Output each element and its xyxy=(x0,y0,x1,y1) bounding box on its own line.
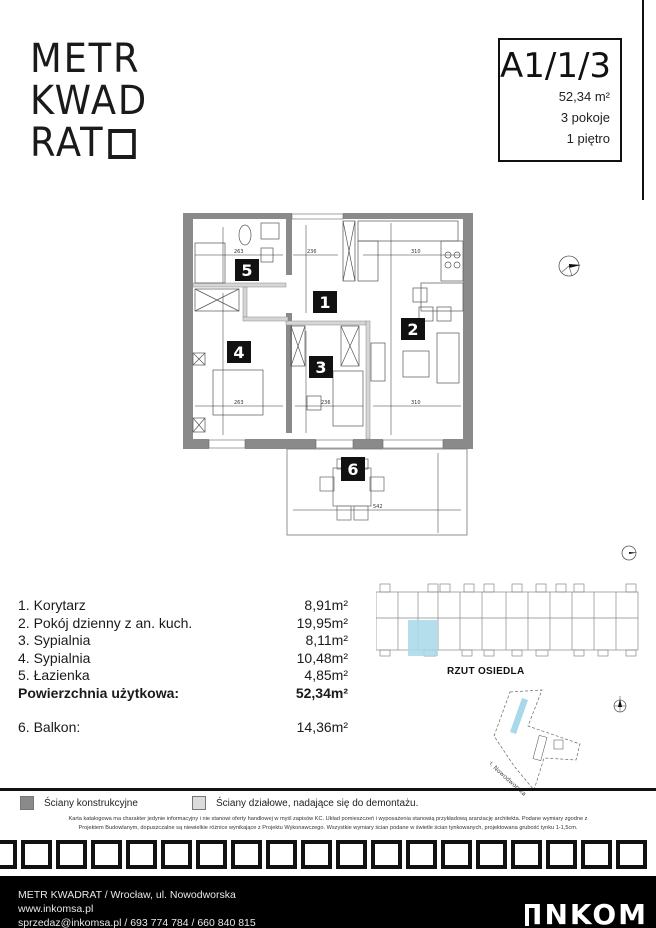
svg-text:5: 5 xyxy=(241,261,252,280)
room-area: 19,95m² xyxy=(296,614,348,631)
disclaimer-line-2: Projektem Budowlanym, dopuszczalne są ni… xyxy=(78,825,578,831)
room-label: 2. Pokój dzienny z an. kuch. xyxy=(18,614,193,631)
logo-line-1: METR xyxy=(30,36,141,82)
room-row: 3. Sypialnia 8,11m² xyxy=(18,632,348,650)
legend-partition-label: Ściany działowe, nadające się do demonta… xyxy=(216,797,419,809)
room-area: 10,48m² xyxy=(296,649,348,666)
apartment-area: 52,34 m² xyxy=(558,89,610,104)
floor-plan: 263 236 310 263 236 310 5 1 2 3 4 6 542 xyxy=(183,213,473,536)
svg-text:236: 236 xyxy=(321,400,331,406)
inkom-logo-mark-icon xyxy=(525,904,536,926)
logo-square-icon xyxy=(108,129,136,159)
room-label: 4. Sypialnia xyxy=(18,649,91,666)
logo-line-2: KWAD xyxy=(30,78,149,124)
site-floor-plan xyxy=(376,583,639,657)
balcony xyxy=(286,448,468,536)
balcony-area: 14,36m² xyxy=(296,719,348,735)
balcony-label: 6. Balkon: xyxy=(18,719,81,735)
apartment-floor: 1 piętro xyxy=(566,131,610,146)
logo-line-3-text: RAT xyxy=(30,120,105,166)
svg-text:6: 6 xyxy=(347,460,358,479)
svg-text:4: 4 xyxy=(233,343,244,362)
svg-text:542: 542 xyxy=(373,504,383,510)
compass-small-icon xyxy=(621,545,637,561)
svg-text:310: 310 xyxy=(411,400,421,406)
usable-area-value: 52,34m² xyxy=(295,684,348,701)
room-area: 4,85m² xyxy=(304,667,348,683)
partition-wall-swatch-icon xyxy=(192,796,206,810)
location-map: ul. Nowodworska xyxy=(490,689,627,796)
apartment-rooms: 3 pokoje xyxy=(560,110,610,125)
inkom-brand-text: INKOM xyxy=(532,898,648,928)
room-row: 5. Łazienka 4,85m² xyxy=(18,667,348,685)
footer: METR KWADRAT / Wrocław, ul. Nowodworska … xyxy=(0,876,656,928)
svg-text:2: 2 xyxy=(407,320,418,339)
footer-website-link[interactable]: www.inkomsa.pl xyxy=(18,903,94,915)
svg-text:236: 236 xyxy=(307,249,317,255)
compass-icon xyxy=(558,255,581,277)
room-label: 3. Sypialnia xyxy=(18,632,91,648)
room-area: 8,11m² xyxy=(305,632,348,648)
metr-kwadrat-logo: METR KWAD RAT xyxy=(30,38,160,164)
header-divider xyxy=(642,0,644,200)
apartment-highlight xyxy=(408,620,438,656)
footer-address: METR KWADRAT / Wrocław, ul. Nowodworska xyxy=(18,889,236,901)
room-labels: 5 1 2 3 4 xyxy=(227,259,425,378)
decorative-squares-strip xyxy=(0,840,656,872)
room-area: 8,91m² xyxy=(304,597,348,613)
site-plan-label: RZUT OSIEDLA xyxy=(447,666,525,677)
room-row: 4. Sypialnia 10,48m² xyxy=(18,650,348,668)
room-row: 1. Korytarz 8,91m² xyxy=(18,597,348,615)
svg-text:263: 263 xyxy=(234,400,244,406)
disclaimer-line-1: Karta katalogowa ma charakter jedynie in… xyxy=(68,816,588,822)
room-label: 1. Korytarz xyxy=(18,597,86,613)
room-label: 5. Łazienka xyxy=(18,667,90,683)
svg-text:263: 263 xyxy=(234,249,244,255)
legend-structural: Ściany konstrukcyjne xyxy=(20,796,138,810)
svg-text:1: 1 xyxy=(319,293,330,312)
legend-structural-label: Ściany konstrukcyjne xyxy=(44,797,138,809)
usable-area-row: Powierzchnia użytkowa: 52,34m² xyxy=(18,685,348,703)
balcony-row: 6. Balkon: 14,36m² xyxy=(18,719,348,737)
logo-line-3: RAT xyxy=(30,122,150,164)
structural-walls xyxy=(183,213,473,449)
footer-contact: sprzedaz@inkomsa.pl / 693 774 784 / 660 … xyxy=(18,917,256,928)
disclaimer: Karta katalogowa ma charakter jedynie in… xyxy=(10,815,646,833)
room-area-list: 1. Korytarz 8,91m² 2. Pokój dzienny z an.… xyxy=(18,597,348,737)
usable-area-label: Powierzchnia użytkowa: xyxy=(18,684,180,701)
legend-partition: Ściany działowe, nadające się do demonta… xyxy=(192,796,418,810)
room-row: 2. Pokój dzienny z an. kuch. 19,95m² xyxy=(18,615,348,633)
structural-wall-swatch-icon xyxy=(20,796,34,810)
apartment-code: A1/1/3 xyxy=(500,46,612,86)
apartment-info-box: A1/1/3 52,34 m² 3 pokoje 1 piętro xyxy=(498,38,622,162)
inkom-logo: INKOM xyxy=(525,898,648,928)
svg-text:3: 3 xyxy=(315,358,326,377)
svg-text:310: 310 xyxy=(411,249,421,255)
legend-divider xyxy=(0,788,656,791)
